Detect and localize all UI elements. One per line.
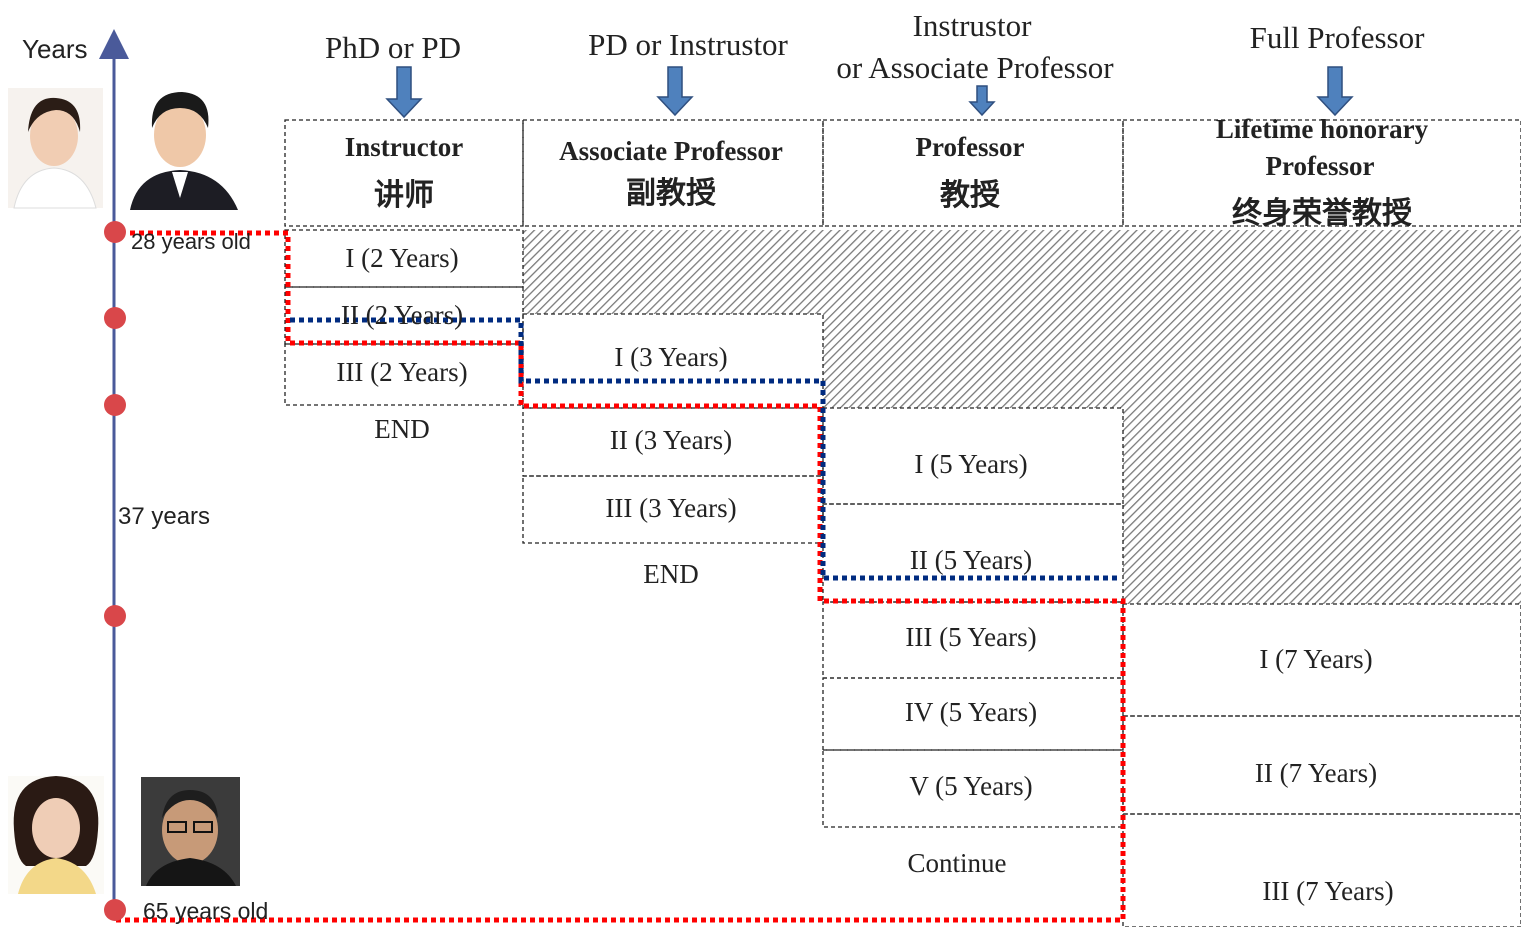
down-arrow-icon: [656, 66, 694, 117]
young-man-photo: [128, 88, 240, 210]
down-arrow-icon: [968, 85, 996, 117]
span-label: 37 years: [118, 503, 211, 530]
header-associate-zh: 副教授: [626, 177, 716, 210]
stage-associate-2: II (3 Years): [609, 425, 733, 455]
stage-professor-4: IV (5 Years): [904, 697, 1038, 727]
associate-footer: END: [643, 559, 699, 589]
entry-label-professor-line2: or Associate Professor: [836, 50, 1114, 85]
stage-associate-3: III (3 Years): [605, 493, 737, 523]
stage-professor-3: III (5 Years): [905, 622, 1037, 652]
stage-associate-1: I (3 Years): [614, 342, 728, 372]
end-age-label: 65 years old: [143, 898, 269, 924]
professor-footer: Continue: [907, 848, 1007, 878]
stage-professor-2: II (5 Years): [909, 545, 1033, 575]
header-lifetime-en1: Lifetime honorary: [1215, 114, 1429, 144]
down-arrow-icon: [1316, 66, 1354, 117]
stage-lifetime-3: III (7 Years): [1262, 876, 1394, 906]
header-instructor-en: Instructor: [344, 132, 464, 162]
red-path-line: [114, 230, 1126, 923]
entry-label-lifetime: Full Professor: [1249, 20, 1425, 55]
stage-instructor-2: II (2 Years): [340, 300, 464, 330]
stage-instructor-1: I (2 Years): [345, 243, 459, 273]
header-instructor-zh: 讲师: [374, 179, 434, 212]
header-lifetime-en2: Professor: [1265, 151, 1375, 181]
entry-label-professor-line1: Instrustor: [912, 8, 1032, 43]
header-lifetime-zh: 终身荣誉教授: [1232, 197, 1412, 230]
stage-professor-1: I (5 Years): [914, 449, 1028, 479]
stage-lifetime-2: II (7 Years): [1254, 758, 1378, 788]
hatched-region-professor: [823, 230, 1123, 408]
entry-label-associate: PD or Instrustor: [588, 27, 788, 62]
portraits: [8, 88, 240, 894]
stage-lifetime-1: I (7 Years): [1259, 644, 1373, 674]
stage-professor-5: V (5 Years): [909, 771, 1033, 801]
header-professor-en: Professor: [915, 132, 1025, 162]
entry-arrows: [385, 66, 1354, 119]
blue-path-line: [290, 317, 1120, 581]
instructor-footer: END: [374, 414, 430, 444]
years-axis-label: Years: [22, 34, 88, 64]
entry-label-instructor: PhD or PD: [324, 30, 462, 65]
stage-instructor-3: III (2 Years): [336, 357, 468, 387]
header-associate-en: Associate Professor: [559, 136, 783, 166]
start-age-label: 28 years old: [131, 229, 251, 254]
hatched-region-associate: [523, 230, 823, 314]
header-boxes: [284, 119, 1521, 227]
hatched-region-lifetime: [1123, 230, 1521, 604]
older-man-photo: [141, 777, 240, 886]
older-woman-photo: [8, 776, 104, 894]
young-woman-photo: [8, 88, 103, 209]
down-arrow-icon: [385, 66, 423, 119]
header-professor-zh: 教授: [940, 179, 1000, 212]
timeline-markers: [104, 221, 126, 921]
